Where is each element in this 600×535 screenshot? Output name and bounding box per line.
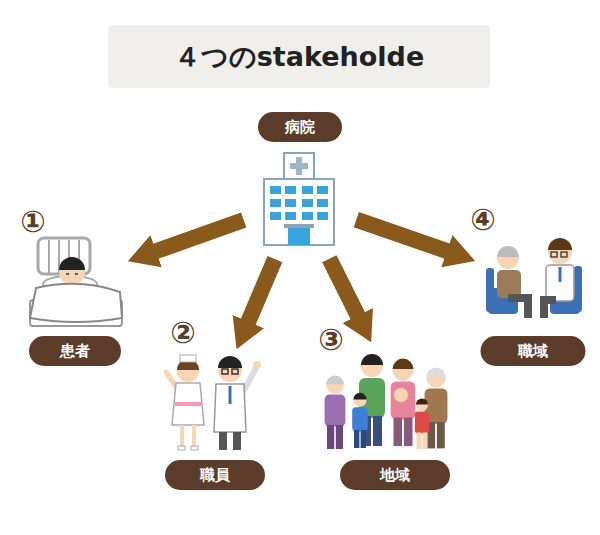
stakeholder-node: 職員 (163, 352, 267, 492)
label-pill: 病院 (258, 112, 342, 142)
node-label: 職域 (518, 342, 548, 360)
callout-number: ① (20, 207, 45, 237)
node-label: 患者 (60, 342, 90, 360)
community-family (325, 354, 448, 449)
label-pill: 職員 (165, 460, 265, 490)
stakeholder-node: 患者 (25, 228, 125, 368)
title-box: ４つのstakeholde (108, 25, 490, 88)
node-label: 病院 (285, 118, 315, 136)
label-pill: 患者 (29, 336, 121, 366)
title-text: ４つのstakeholde (174, 39, 424, 75)
stakeholder-node: 職域 (478, 228, 588, 368)
stakeholder-node: 地域 (335, 345, 455, 492)
node-label: 地域 (380, 466, 410, 484)
arrow-connector (248, 259, 275, 323)
callout-number: ③ (318, 325, 343, 355)
arrow-connector (356, 220, 447, 252)
label-pill: 地域 (340, 460, 450, 490)
callout-number: ④ (470, 205, 495, 235)
hospital-building (264, 153, 334, 245)
label-pill: 職域 (481, 336, 586, 366)
stakeholder-node: 病院 (255, 108, 345, 248)
arrow-connector (329, 259, 358, 317)
callout-number: ② (170, 318, 195, 348)
node-label: 職員 (200, 466, 230, 484)
arrow-connector (155, 220, 244, 251)
consultation (486, 238, 582, 318)
medical-staff (166, 355, 261, 450)
patient-in-bed (30, 238, 122, 326)
